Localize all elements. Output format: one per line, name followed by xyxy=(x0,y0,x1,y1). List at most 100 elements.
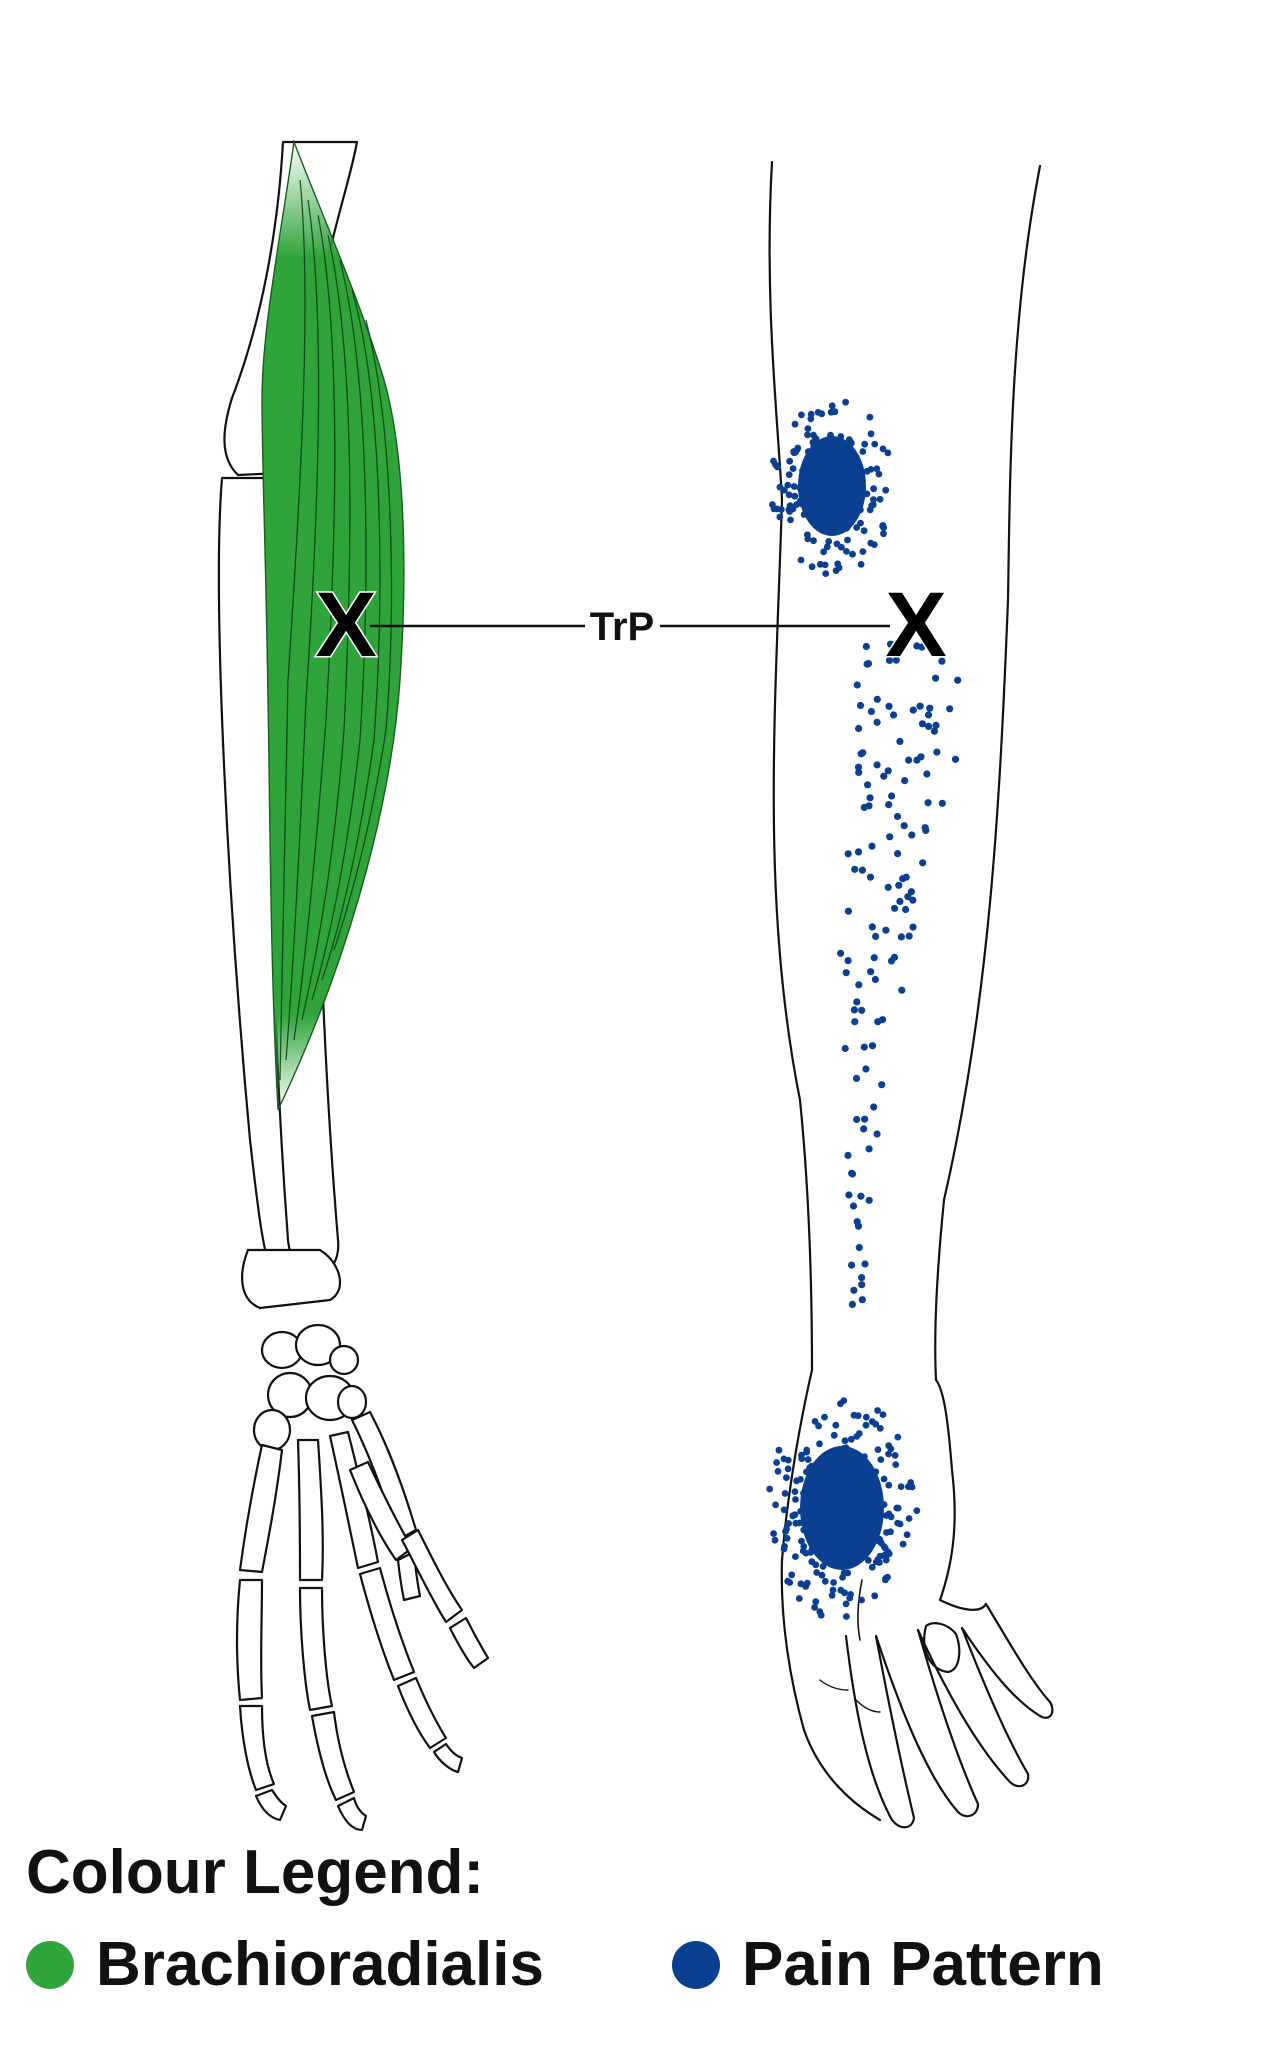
pain-dot xyxy=(815,1422,822,1430)
pain-dot xyxy=(896,897,904,906)
pain-dot xyxy=(773,1459,780,1466)
pain-dot xyxy=(861,1458,869,1466)
pain-dot xyxy=(909,923,917,931)
pain-dot xyxy=(821,1413,828,1421)
pain-dot xyxy=(843,548,850,555)
trigger-point-marker-arm: X xyxy=(885,574,946,676)
pain-dot xyxy=(816,524,823,532)
pain-dot xyxy=(932,674,940,682)
legend-title: Colour Legend: xyxy=(26,1838,485,1907)
pain-dot xyxy=(866,873,875,881)
pain-dot xyxy=(873,695,881,703)
pain-dot xyxy=(892,656,900,664)
pain-dot xyxy=(921,824,929,832)
pain-dot xyxy=(870,1103,878,1111)
pain-dot xyxy=(873,761,881,769)
pain-dot xyxy=(848,1261,856,1269)
radius-distal xyxy=(241,1248,341,1310)
thumb-bones xyxy=(348,1460,422,1602)
pain-dot xyxy=(893,812,902,821)
legend-label-brachioradialis: Brachioradialis xyxy=(96,1930,544,1999)
pain-dot xyxy=(876,495,884,503)
pain-dot xyxy=(850,1411,858,1419)
pain-dot xyxy=(863,660,871,668)
pain-dot xyxy=(813,1569,821,1576)
pain-dot xyxy=(777,506,785,513)
pain-dot xyxy=(896,1520,904,1528)
pain-dot xyxy=(870,954,878,962)
pain-dot xyxy=(863,490,871,498)
pain-dot xyxy=(924,711,933,719)
pain-dot xyxy=(780,1506,788,1514)
pain-dot xyxy=(848,1169,856,1177)
pain-dot xyxy=(849,550,856,558)
pain-dot xyxy=(785,1520,792,1527)
pain-dot xyxy=(865,1196,873,1204)
pain-dot xyxy=(793,1477,800,1485)
pain-dot xyxy=(827,431,834,439)
pain-dot xyxy=(877,1509,884,1517)
pain-dot xyxy=(792,1553,799,1560)
pain-dot xyxy=(842,1600,850,1608)
pain-dot xyxy=(918,720,927,728)
pain-dot xyxy=(841,1437,849,1445)
pain-dot xyxy=(862,1421,870,1429)
pain-dot xyxy=(857,1192,865,1200)
pain-dot xyxy=(853,998,861,1006)
pain-dot xyxy=(885,1481,893,1489)
pain-dot xyxy=(871,975,880,984)
pain-dot xyxy=(804,535,812,543)
pain-dot xyxy=(825,538,833,545)
pain-dot xyxy=(873,1130,881,1138)
pain-dot xyxy=(837,949,845,957)
pain-dot xyxy=(803,1446,811,1454)
pain-dot xyxy=(817,1458,824,1465)
pain-dot xyxy=(820,548,827,556)
pain-dot xyxy=(834,560,842,568)
pain-dot xyxy=(913,1507,921,1514)
pain-dot xyxy=(907,888,916,896)
pain-dot xyxy=(905,756,913,764)
pain-dot xyxy=(868,502,876,510)
pain-dot xyxy=(893,1504,901,1512)
pain-dot xyxy=(850,1286,858,1294)
pain-dot xyxy=(807,410,815,418)
pain-dot xyxy=(874,1446,882,1453)
pain-dot xyxy=(858,1006,866,1014)
pain-dot xyxy=(854,763,863,771)
pain-dot xyxy=(816,1440,823,1448)
pain-dot xyxy=(812,1598,820,1606)
pain-dot xyxy=(879,522,887,529)
pain-dot xyxy=(891,1452,899,1459)
pain-dot xyxy=(866,794,874,802)
pain-dot xyxy=(884,449,892,457)
pain-dot xyxy=(853,1433,861,1440)
carpal-bones xyxy=(252,1323,368,1452)
pain-dot xyxy=(833,540,841,548)
pain-dot xyxy=(862,642,870,651)
pain-dot xyxy=(871,440,879,448)
finger-bones xyxy=(235,1528,490,1832)
pain-dot xyxy=(855,768,863,777)
pain-dot xyxy=(818,410,826,418)
pain-dot xyxy=(872,1420,880,1428)
pain-dot xyxy=(909,706,917,714)
pain-dot xyxy=(811,1418,819,1425)
pain-dot xyxy=(784,481,792,489)
pain-dot xyxy=(857,519,864,527)
pain-dot xyxy=(769,501,776,508)
pain-dot xyxy=(817,1611,825,1619)
pain-dot xyxy=(770,457,777,465)
pain-dot xyxy=(913,642,921,650)
pain-dot xyxy=(862,1065,870,1073)
pain-dot xyxy=(849,1202,858,1210)
pain-dot xyxy=(827,1450,835,1458)
pain-dot xyxy=(896,737,904,746)
pain-dot xyxy=(868,1042,877,1050)
pain-dot xyxy=(946,705,954,713)
pain-dot xyxy=(844,850,852,858)
pain-dot xyxy=(901,777,909,785)
pain-dot xyxy=(866,413,874,421)
pain-dot xyxy=(842,398,849,406)
